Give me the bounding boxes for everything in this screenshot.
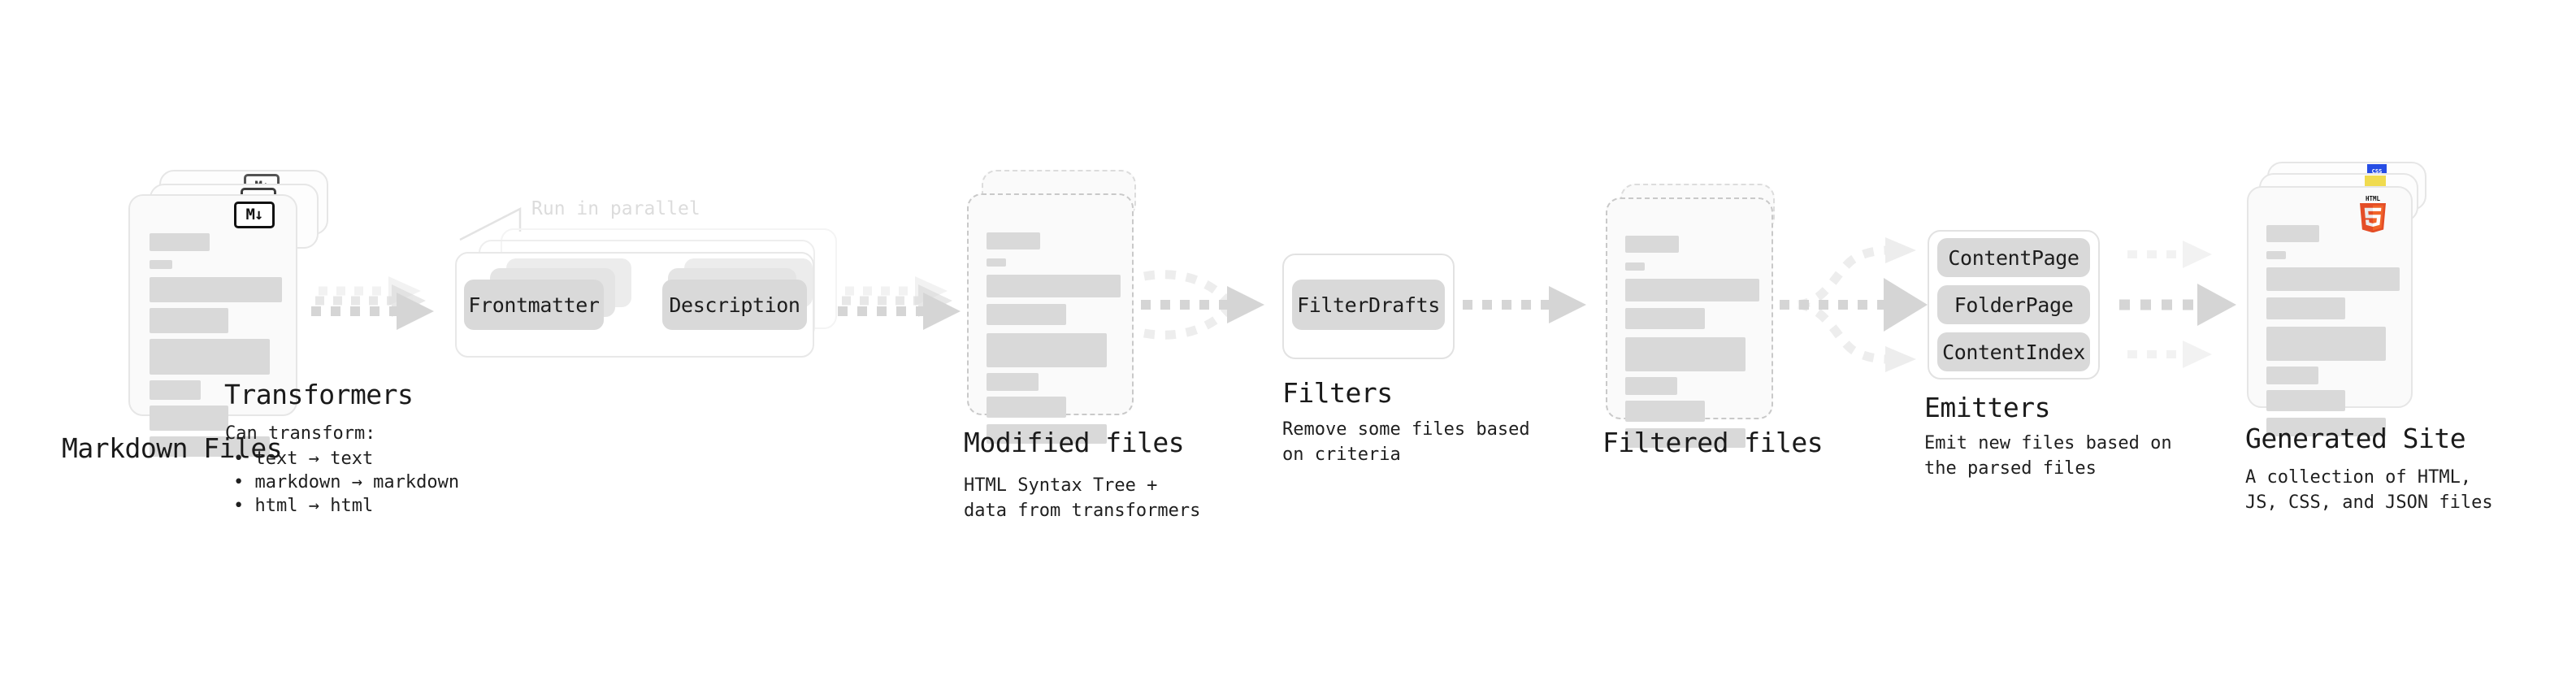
emitters-description: Emit new files based on the parsed files	[1924, 433, 2172, 479]
transformers-title: Transformers	[224, 379, 414, 410]
skel-row-1	[2266, 267, 2400, 291]
generated-site-title: Generated Site	[2245, 423, 2466, 454]
skel-row-1	[150, 277, 282, 302]
filtered-card-front	[1606, 197, 1773, 448]
filterdrafts-pill[interactable]: FilterDrafts	[1292, 280, 1445, 330]
run-in-parallel-note: Run in parallel	[531, 198, 700, 219]
skel-row-2	[2266, 297, 2345, 319]
conn-filters-to-filtered	[1463, 286, 1586, 323]
skel-row-2	[150, 308, 228, 333]
filtered-files-title: Filtered files	[1602, 427, 1824, 458]
markdown-badge-icon: M↓	[234, 202, 275, 228]
skel-row-3	[987, 333, 1107, 367]
skel-sub	[150, 260, 172, 269]
skel-row-4	[150, 380, 201, 400]
skel-row-6	[987, 424, 1107, 444]
css-badge-icon: CSS	[2367, 164, 2387, 175]
skel-title	[1625, 236, 1679, 253]
description-pill[interactable]: Description	[662, 280, 807, 330]
markdown-card-front	[128, 194, 297, 457]
contentpage-pill[interactable]: ContentPage	[1937, 238, 2090, 277]
skel-row-6	[150, 436, 270, 457]
skel-row-2	[1625, 308, 1705, 329]
skel-row-3	[1625, 337, 1746, 371]
skel-title	[150, 233, 210, 251]
modified-card-front	[967, 193, 1134, 444]
skel-row-5	[2266, 390, 2345, 411]
transformers-bullet-1: • text → text	[233, 449, 374, 469]
html5-wordmark: HTML	[2366, 195, 2381, 202]
skel-sub	[1625, 262, 1645, 271]
transformers-description: Can transform:	[225, 423, 376, 444]
emitters-title: Emitters	[1924, 392, 2050, 423]
skel-row-6	[1625, 428, 1746, 448]
skel-row-6	[2266, 418, 2386, 436]
filters-description: Remove some files based on criteria	[1282, 419, 1530, 465]
skel-sub	[987, 258, 1006, 267]
modified-files-description: HTML Syntax Tree + data from transformer…	[964, 475, 1201, 521]
frontmatter-pill[interactable]: Frontmatter	[464, 280, 604, 330]
folderpage-pill[interactable]: FolderPage	[1937, 285, 2090, 324]
transformers-bullet-2: • markdown → markdown	[233, 472, 460, 492]
skel-row-3	[150, 339, 270, 375]
conn-transformers-to-modified	[838, 276, 961, 330]
site-card-front	[2247, 186, 2413, 436]
skel-row-5	[987, 397, 1066, 418]
skel-sub	[2266, 251, 2286, 259]
skel-row-4	[2266, 367, 2318, 384]
skel-row-3	[2266, 327, 2386, 361]
skel-title	[987, 232, 1040, 249]
skel-title	[2266, 225, 2319, 242]
skel-row-5	[1625, 401, 1705, 422]
markdown-files-title: Markdown Files	[62, 432, 283, 464]
generated-site-description: A collection of HTML, JS, CSS, and JSON …	[2245, 467, 2493, 513]
skel-row-1	[1625, 279, 1759, 301]
skel-row-2	[987, 304, 1066, 325]
skel-row-5	[150, 406, 228, 431]
conn-md-to-transformers	[311, 276, 434, 330]
conn-filtered-to-emitters	[1780, 237, 1928, 372]
html5-badge-icon: HTML	[2357, 193, 2389, 233]
skel-row-1	[987, 275, 1121, 297]
skel-row-4	[1625, 377, 1677, 395]
skel-row-4	[987, 373, 1039, 391]
contentindex-pill[interactable]: ContentIndex	[1937, 332, 2090, 371]
transformers-bullet-3: • html → html	[233, 496, 374, 516]
conn-emitters-to-site	[2119, 241, 2236, 368]
modified-files-title: Modified files	[964, 427, 1185, 458]
filters-title: Filters	[1282, 377, 1393, 409]
conn-modified-to-filters	[1141, 270, 1264, 340]
